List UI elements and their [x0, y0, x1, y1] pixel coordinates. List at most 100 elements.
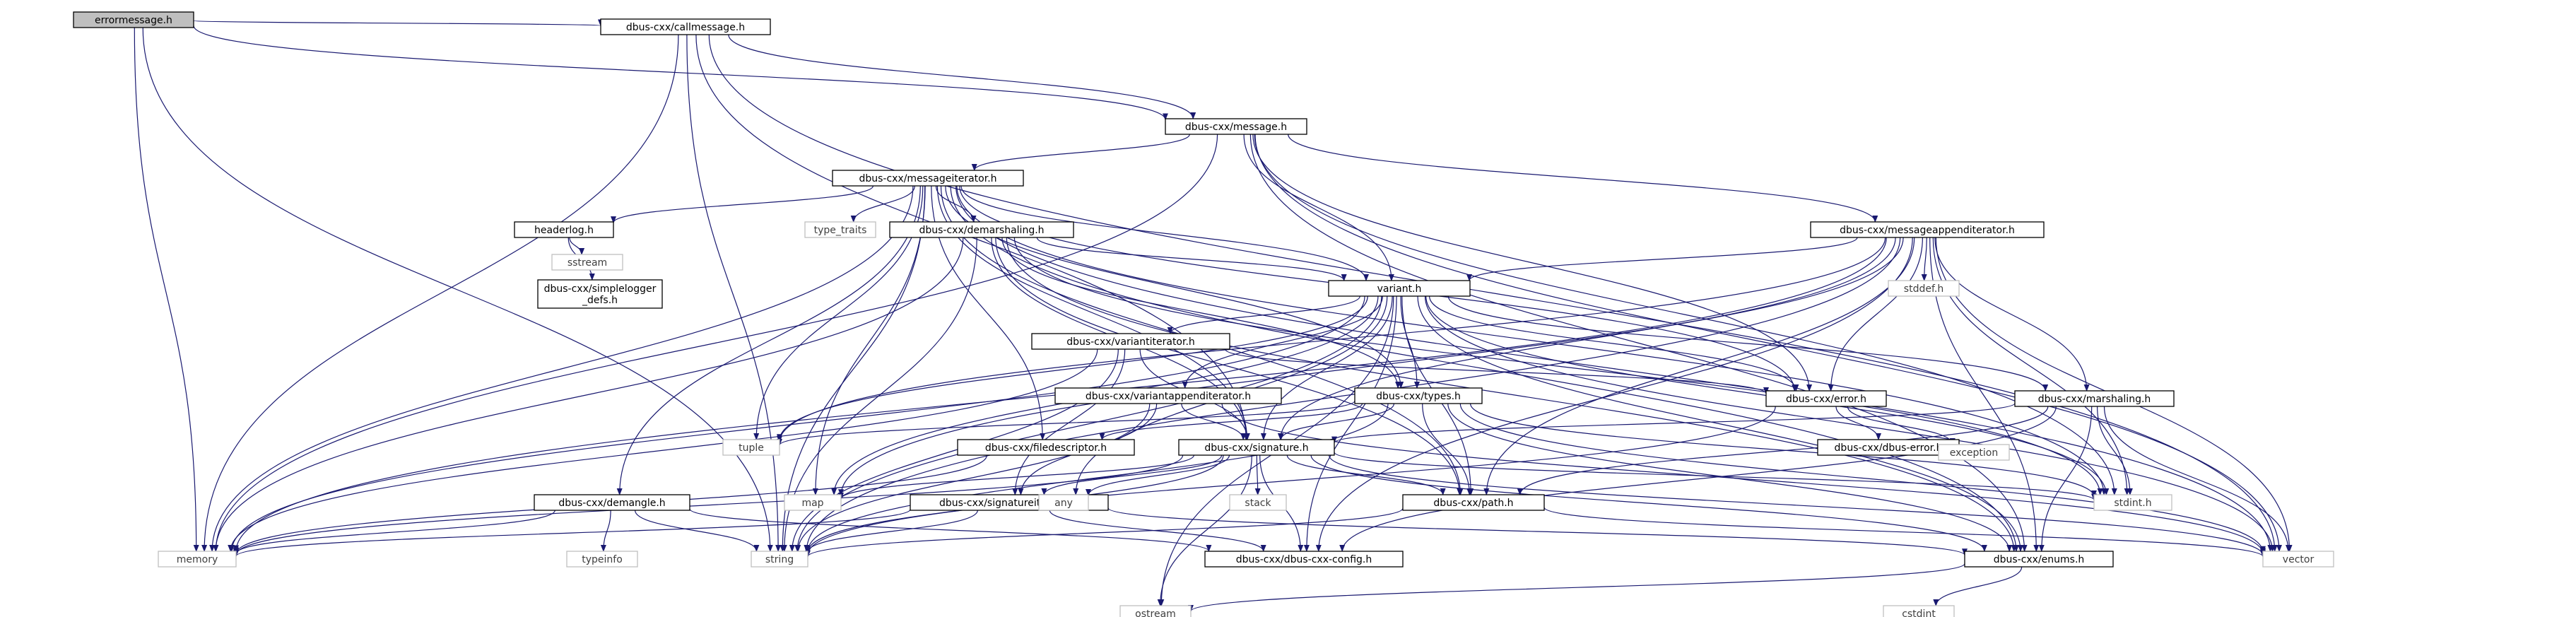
node-messageiterator[interactable]: dbus-cxx/messageiterator.h	[832, 170, 1024, 187]
edge-message-to-messageappenditerator	[1288, 134, 1878, 223]
edge-callmessage-to-memory	[201, 34, 679, 552]
edge-demarshaling-to-variant	[1036, 237, 1347, 281]
node-dbuserror[interactable]: dbus-cxx/dbus-error.h	[1817, 439, 1960, 456]
edge-demangle-to-string	[635, 510, 760, 552]
node-config[interactable]: dbus-cxx/dbus-cxx-config.h	[1204, 551, 1404, 568]
node-variant[interactable]: variant.h	[1328, 280, 1471, 297]
edge-demarshaling-to-types	[1001, 237, 1401, 389]
node-demarshaling[interactable]: dbus-cxx/demarshaling.h	[889, 221, 1074, 238]
node-variantappenditerator[interactable]: dbus-cxx/variantappenditerator.h	[1054, 387, 1282, 404]
edge-signatureiterator-to-string	[805, 510, 978, 553]
node-label: dbus-cxx/simplelogger	[544, 283, 657, 295]
node-error[interactable]: dbus-cxx/error.h	[1765, 390, 1887, 407]
node-label: dbus-cxx/message.h	[1185, 122, 1287, 133]
edge-signature-to-signatureiterator	[1041, 454, 1223, 495]
node-label: sstream	[567, 257, 607, 269]
edge-signature-to-path	[1286, 454, 1446, 495]
node-box	[2093, 494, 2172, 511]
node-types[interactable]: dbus-cxx/types.h	[1354, 387, 1483, 404]
edge-types-to-tuple	[777, 400, 1355, 446]
edge-variant-to-memory	[228, 295, 1365, 552]
node-vector: vector	[2262, 551, 2334, 568]
node-box	[2262, 551, 2334, 568]
edge-demarshaling-to-enums	[1006, 237, 2017, 552]
node-label: string	[765, 554, 794, 565]
edge-message-to-error	[1252, 134, 1813, 392]
node-exception: exception	[1938, 444, 2010, 461]
edge-signatureiterator-to-config	[1049, 510, 1266, 552]
node-label: _defs.h	[582, 295, 618, 306]
node-label: dbus-cxx/variantiterator.h	[1066, 336, 1195, 348]
edge-error-to-string	[805, 406, 1776, 556]
edge-variant-to-config	[1303, 295, 1397, 552]
edge-error-to-exception	[1847, 406, 1955, 445]
edge-message-to-messageiterator	[971, 134, 1190, 171]
edge-messageiterator-to-string	[780, 185, 926, 552]
edge-variant-to-vector	[1424, 295, 2276, 552]
node-errormessage[interactable]: errormessage.h	[73, 11, 194, 28]
edge-types-to-string	[805, 403, 1389, 553]
node-label: dbus-cxx/callmessage.h	[626, 22, 745, 33]
node-label: dbus-cxx/filedescriptor.h	[985, 442, 1107, 454]
node-box	[722, 439, 780, 456]
edge-marshaling-to-stdint	[2097, 406, 2133, 495]
node-box	[751, 551, 808, 568]
node-simplelogger[interactable]: dbus-cxx/simplelogger_defs.h	[537, 279, 663, 309]
edge-message-to-stdint	[1254, 134, 2117, 495]
node-message[interactable]: dbus-cxx/message.h	[1165, 118, 1307, 135]
node-label: map	[801, 498, 823, 509]
edge-messageiterator-to-demangle	[616, 185, 921, 495]
edge-signature-to-memory	[233, 454, 1184, 556]
node-label: dbus-cxx/signature.h	[1204, 442, 1308, 454]
edge-errormessage-to-callmessage	[193, 18, 603, 27]
node-string: string	[751, 551, 808, 568]
edge-error-to-dbuserror	[1835, 406, 1881, 440]
edge-message-to-memory	[213, 134, 1218, 552]
edge-signatureiterator-to-enums	[1107, 507, 1968, 556]
node-filedescriptor[interactable]: dbus-cxx/filedescriptor.h	[957, 439, 1135, 456]
node-box	[1765, 390, 1887, 407]
node-enums[interactable]: dbus-cxx/enums.h	[1964, 551, 2114, 568]
node-label: dbus-cxx/demangle.h	[558, 498, 665, 509]
edge-enums-to-cstdint	[1933, 566, 2023, 606]
node-label: dbus-cxx/messageappenditerator.h	[1840, 225, 2015, 236]
edge-messageappenditerator-to-error	[1828, 237, 1923, 392]
node-box	[1938, 444, 2010, 461]
node-callmessage[interactable]: dbus-cxx/callmessage.h	[600, 18, 771, 35]
edge-messageappenditerator-to-variant	[1466, 237, 1858, 281]
edge-messageiterator-to-headerlog	[611, 185, 874, 224]
edge-variantappenditerator-to-signature	[1181, 403, 1247, 440]
node-marshaling[interactable]: dbus-cxx/marshaling.h	[2014, 390, 2175, 407]
node-box	[1883, 605, 1955, 617]
node-label: errormessage.h	[95, 15, 172, 26]
node-box	[957, 439, 1135, 456]
edge-messageiterator-to-demarshaling	[935, 185, 977, 223]
node-path[interactable]: dbus-cxx/path.h	[1402, 494, 1545, 511]
node-variantiterator[interactable]: dbus-cxx/variantiterator.h	[1031, 333, 1230, 350]
node-messageappenditerator[interactable]: dbus-cxx/messageappenditerator.h	[1810, 221, 2045, 238]
edge-marshaling-to-config	[1339, 406, 2057, 552]
node-box	[551, 254, 623, 271]
edge-variant-to-enums	[1417, 295, 2023, 552]
edge-messageappenditerator-to-signature	[1277, 237, 1904, 440]
node-signature[interactable]: dbus-cxx/signature.h	[1178, 439, 1335, 456]
node-label: dbus-cxx/path.h	[1433, 498, 1513, 509]
node-box	[1964, 551, 2114, 568]
edge-variantiterator-to-string	[789, 348, 1119, 552]
edge-messageiterator-to-enums	[950, 185, 2019, 552]
node-typeinfo: typeinfo	[566, 551, 638, 568]
edge-headerlog-to-sstream	[569, 237, 585, 255]
edge-signature-to-stdint	[1334, 452, 2097, 501]
node-box	[1178, 439, 1335, 456]
edge-marshaling-to-enums	[2038, 406, 2093, 552]
node-label: any	[1054, 498, 1073, 509]
node-demangle[interactable]: dbus-cxx/demangle.h	[534, 494, 690, 511]
node-box	[514, 221, 614, 238]
edge-types-to-vector	[1459, 403, 2266, 553]
node-box	[1054, 387, 1282, 404]
edge-variant-to-variantiterator	[1167, 295, 1360, 334]
node-headerlog[interactable]: headerlog.h	[514, 221, 614, 238]
edge-signature-to-enums	[1310, 454, 1987, 552]
edge-messageappenditerator-to-stddef	[1921, 237, 1927, 281]
node-box	[1888, 280, 1960, 297]
